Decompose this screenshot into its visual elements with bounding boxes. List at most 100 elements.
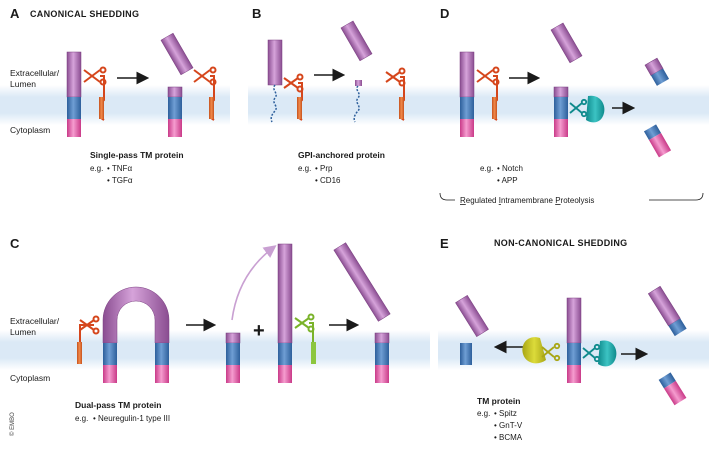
caption-a-item-2: • TGFα bbox=[107, 176, 133, 185]
caption-d-item-1: • Notch bbox=[497, 164, 523, 173]
label-cytoplasm-top: Cytoplasm bbox=[10, 125, 50, 135]
gpi-anchor bbox=[353, 85, 360, 123]
caption-a-item-1: • TNFα bbox=[107, 164, 132, 173]
gpi-stub bbox=[355, 80, 362, 86]
label-lumen-top: Lumen bbox=[10, 79, 36, 89]
cyto-domain bbox=[67, 119, 81, 137]
gpi-ecto-domain bbox=[267, 39, 283, 86]
panel-label-a: A bbox=[10, 6, 20, 21]
panel-label-e: E bbox=[440, 236, 449, 251]
scissors-icon bbox=[541, 342, 561, 362]
rip-label: Regulated Intramembrane Proteolysis bbox=[460, 196, 594, 205]
caption-e-item-1: • Spitz bbox=[494, 409, 517, 418]
label-extracellular-bottom: Extracellular/ bbox=[10, 316, 60, 326]
caption-e-eg: e.g. bbox=[477, 409, 490, 418]
panel-b-proteins bbox=[267, 20, 406, 123]
caption-c-eg: e.g. bbox=[75, 414, 88, 423]
scissors-icon bbox=[283, 73, 304, 93]
label-extracellular-top: Extracellular/ bbox=[10, 68, 60, 78]
released-icd-fragment bbox=[643, 124, 672, 158]
stub-tm bbox=[168, 97, 182, 119]
caption-b-item-2: • CD16 bbox=[315, 176, 341, 185]
cyto-domain bbox=[103, 365, 117, 383]
long-ecto-domain bbox=[277, 243, 293, 344]
shed-ectodomain bbox=[550, 22, 583, 64]
intramembrane-protease-yellow bbox=[522, 337, 546, 364]
caption-e-item-3: • BCMA bbox=[494, 433, 523, 442]
tm-domain bbox=[155, 343, 169, 365]
tm-domain bbox=[460, 343, 472, 365]
caption-a-title: Single-pass TM protein bbox=[90, 150, 184, 160]
stub-cyto bbox=[554, 119, 568, 137]
sheddase-stalk bbox=[79, 324, 94, 344]
cyto-domain bbox=[567, 365, 581, 383]
caption-b-item-1: • Prp bbox=[315, 164, 333, 173]
stub-tm bbox=[226, 343, 240, 365]
membrane-panel-c bbox=[0, 330, 430, 370]
stub-tm bbox=[375, 343, 389, 365]
sheddase-tm bbox=[311, 342, 316, 364]
sheddase-tm bbox=[399, 97, 404, 119]
caption-e-item-2: • GnT-V bbox=[494, 421, 523, 430]
panel-a-proteins bbox=[66, 32, 217, 137]
panel-d-proteins bbox=[459, 22, 672, 158]
stub-tm bbox=[554, 97, 568, 119]
copyright-embo: © EMBO bbox=[9, 412, 16, 436]
intramembrane-protease bbox=[586, 95, 605, 123]
released-abeta-fragment bbox=[644, 57, 670, 86]
caption-c-title: Dual-pass TM protein bbox=[75, 400, 161, 410]
sheddase-tm bbox=[209, 97, 214, 119]
caption-d-eg: e.g. bbox=[480, 164, 493, 173]
scissors-icon bbox=[83, 66, 107, 86]
stub-ecto bbox=[553, 86, 569, 98]
ecto-domain bbox=[459, 51, 475, 98]
heading-canonical: CANONICAL SHEDDING bbox=[30, 9, 139, 19]
caption-d-item-2: • APP bbox=[497, 176, 518, 185]
tm-domain bbox=[103, 343, 117, 365]
label-cytoplasm-bottom: Cytoplasm bbox=[10, 373, 50, 383]
sheddase-tm bbox=[99, 97, 104, 119]
stub-cyto bbox=[226, 365, 240, 383]
panel-label-d: D bbox=[440, 6, 449, 21]
caption-b-title: GPI-anchored protein bbox=[298, 150, 385, 160]
shed-ectodomain bbox=[160, 32, 194, 76]
cyto-domain bbox=[155, 365, 169, 383]
shed-ectodomain bbox=[333, 242, 391, 322]
reinsertion-arrow bbox=[231, 245, 277, 321]
caption-a-eg: e.g. bbox=[90, 164, 103, 173]
tm-domain bbox=[460, 97, 474, 119]
released-icd-fragment bbox=[658, 372, 687, 406]
sheddase-tm bbox=[297, 97, 302, 119]
membrane-panel-b bbox=[248, 85, 444, 125]
ecto-domain bbox=[566, 297, 582, 344]
dual-pass-ecto-arch bbox=[102, 286, 170, 344]
scissors-icon bbox=[385, 67, 406, 87]
caption-b-eg: e.g. bbox=[298, 164, 311, 173]
shed-ecto-tm-fragment bbox=[647, 285, 687, 337]
tm-domain bbox=[567, 343, 581, 365]
label-lumen-bottom: Lumen bbox=[10, 327, 36, 337]
cyto-domain bbox=[460, 119, 474, 137]
sheddase-tm bbox=[492, 97, 497, 119]
stub-ecto bbox=[374, 332, 390, 344]
stub-cyto bbox=[375, 365, 389, 383]
heading-noncanonical: NON-CANONICAL SHEDDING bbox=[494, 238, 627, 248]
sheddase-tm bbox=[77, 342, 82, 364]
intramembrane-protease-teal bbox=[598, 340, 617, 367]
tm-domain bbox=[278, 343, 292, 365]
cyto-domain bbox=[278, 365, 292, 383]
rip-bracket bbox=[439, 192, 704, 201]
shed-ectodomain bbox=[455, 294, 489, 338]
stub-cyto bbox=[168, 119, 182, 137]
membrane-panel-a bbox=[0, 85, 230, 125]
ecto-domain bbox=[66, 51, 82, 98]
shed-gpi-ectodomain bbox=[340, 20, 373, 62]
plus-sign: + bbox=[253, 320, 265, 342]
panel-c-proteins: + bbox=[77, 242, 391, 383]
scissors-icon bbox=[569, 98, 588, 118]
tm-domain bbox=[67, 97, 81, 119]
panel-e-proteins bbox=[455, 285, 687, 406]
panel-label-c: C bbox=[10, 236, 20, 251]
